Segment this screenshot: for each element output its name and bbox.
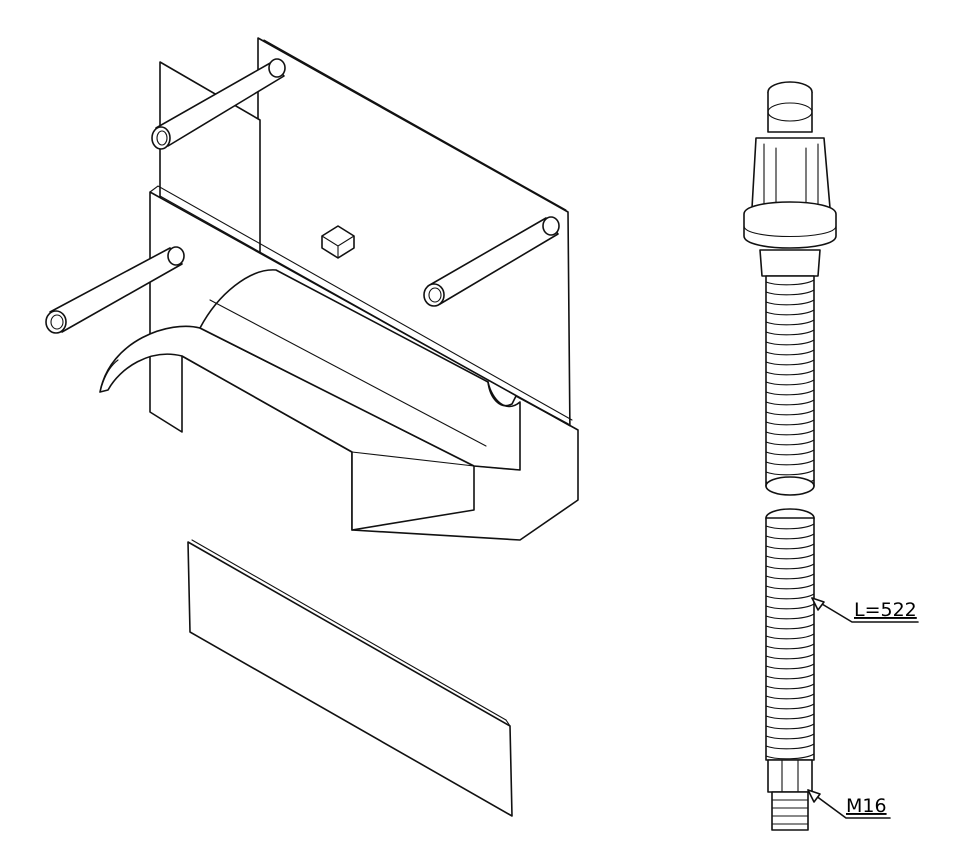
thread-leader-line	[807, 789, 891, 819]
thread-label: M16	[846, 795, 887, 817]
center-knob	[321, 225, 355, 259]
hose-connector	[743, 81, 837, 277]
hose-lower-section	[765, 508, 815, 761]
mounting-box-assembly	[45, 37, 579, 541]
flex-hose: L=522 M16	[743, 81, 919, 831]
hose-end-fitting	[767, 759, 813, 831]
right-rod	[423, 216, 560, 307]
hose-upper-section	[765, 275, 815, 496]
length-label: L=522	[854, 599, 917, 621]
upper-left-rod	[151, 58, 286, 150]
curved-spout	[99, 269, 521, 531]
length-leader-line	[811, 597, 919, 623]
left-rod	[45, 246, 185, 334]
cover-plate	[187, 539, 513, 817]
